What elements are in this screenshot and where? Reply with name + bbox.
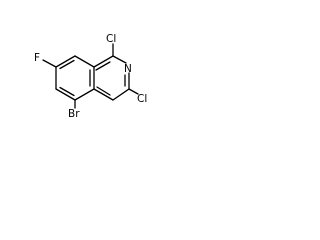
bond-c8-c7-inner: [59, 59, 75, 70]
bond-c6-c5: [55, 88, 76, 101]
isoquinoline-structure: Cl N Cl F Br: [34, 33, 147, 120]
bond-c3-c4: [112, 88, 130, 101]
atom-bromine: Br: [68, 108, 80, 120]
bond-c4-c4a: [93, 88, 114, 101]
bond-c8-c8a: [74, 55, 95, 68]
bond-c8-c7: [55, 55, 76, 68]
bond-c7-f: [42, 59, 57, 68]
bond-c8a-c1-inner: [95, 61, 111, 71]
atom-fluorine: F: [34, 52, 40, 64]
structure-canvas: Cl N Cl F Br: [0, 0, 152, 152]
bond-c6-c5-inner: [59, 86, 75, 97]
bond-group: [42, 43, 139, 109]
atom-nitrogen: N: [124, 63, 132, 75]
bond-c5-c4a: [74, 88, 95, 101]
atom-chlorine-right: Cl: [137, 93, 147, 105]
bond-c8a-c1: [93, 55, 114, 68]
atom-chlorine-top: Cl: [106, 33, 116, 45]
bond-c3-cl: [128, 88, 139, 95]
bond-c1-n: [112, 55, 127, 64]
bond-c4-c4a-inner: [96, 86, 111, 96]
